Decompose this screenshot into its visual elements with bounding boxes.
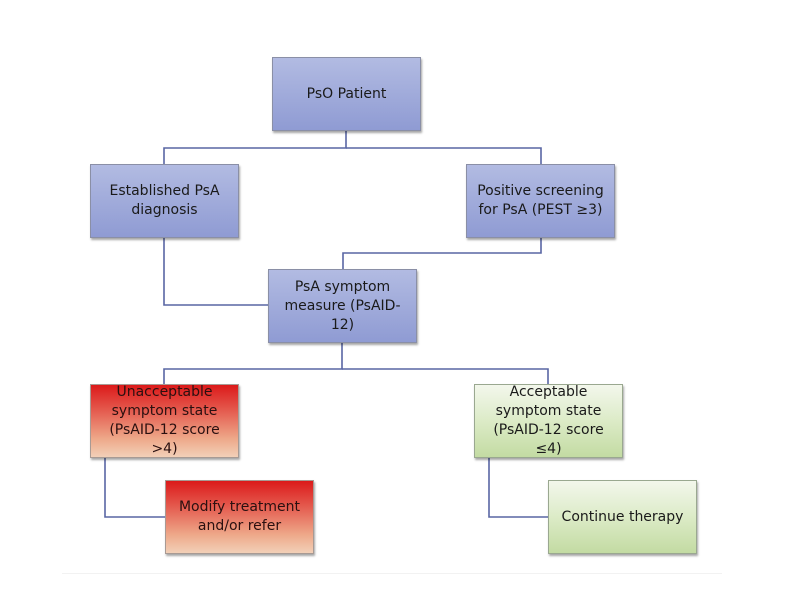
node-psa-symptom-measure: PsA symptom measure (PsAID-12) bbox=[268, 269, 417, 343]
node-modify-treatment: Modify treatment and/or refer bbox=[165, 480, 314, 554]
faint-divider bbox=[62, 573, 722, 574]
node-established-psa-diagnosis: Established PsA diagnosis bbox=[90, 164, 239, 238]
node-pso-patient: PsO Patient bbox=[272, 57, 421, 131]
connector-acceptable-to-continue bbox=[488, 458, 548, 518]
connector-pso-to-established bbox=[163, 131, 347, 164]
connector-pso-to-screening bbox=[346, 147, 542, 164]
node-continue-therapy: Continue therapy bbox=[548, 480, 697, 554]
node-positive-screening: Positive screening for PsA (PEST ≥3) bbox=[466, 164, 615, 238]
connector-measure-to-acceptable bbox=[342, 368, 549, 384]
connector-measure-to-unacceptable bbox=[163, 343, 343, 384]
connector-unacceptable-to-modify bbox=[104, 458, 165, 518]
connector-established-to-measure bbox=[163, 238, 268, 306]
node-acceptable-symptom-state: Acceptable symptom state (PsAID-12 score… bbox=[474, 384, 623, 458]
node-unacceptable-symptom-state: Unacceptable symptom state (PsAID-12 sco… bbox=[90, 384, 239, 458]
connector-screening-to-measure bbox=[342, 238, 542, 269]
